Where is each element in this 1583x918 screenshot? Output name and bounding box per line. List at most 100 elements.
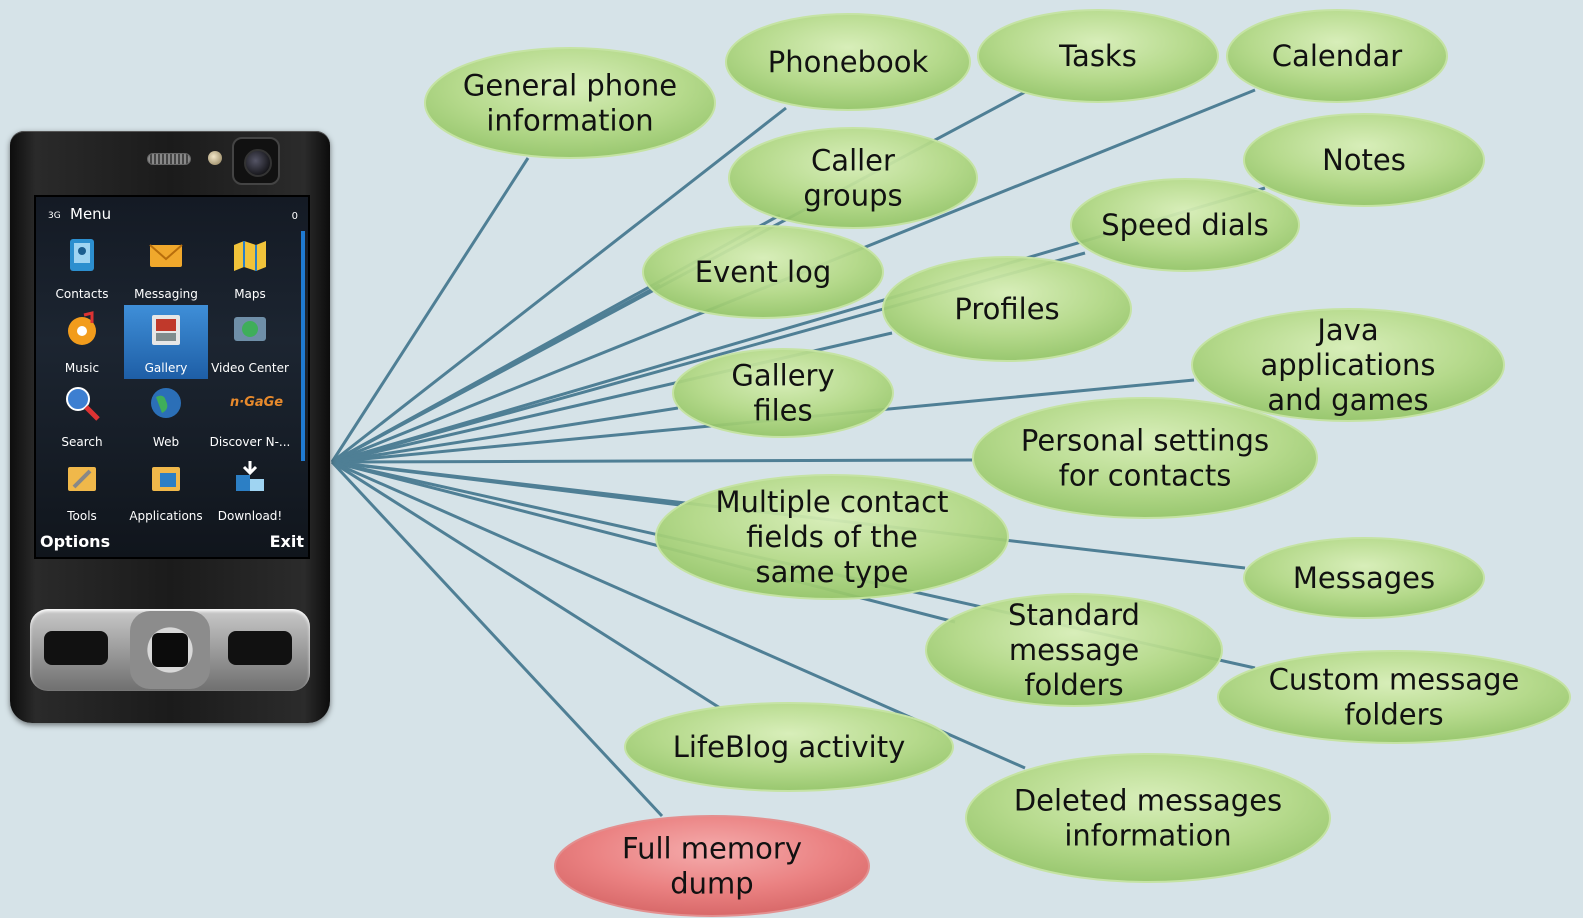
app-tile-maps[interactable]: Maps bbox=[208, 231, 292, 305]
node-label: Personal settings bbox=[1021, 424, 1269, 458]
gallery-icon bbox=[152, 315, 180, 345]
globe-icon bbox=[151, 388, 181, 418]
node-ellipse bbox=[972, 397, 1318, 519]
app-label: Maps bbox=[234, 287, 266, 301]
node-ellipse bbox=[642, 225, 884, 319]
app-label: Web bbox=[152, 435, 180, 449]
node-label: information bbox=[1064, 819, 1231, 853]
music-icon bbox=[68, 311, 96, 345]
node-label: Caller bbox=[811, 144, 895, 178]
app-tile-search[interactable]: Search bbox=[40, 379, 124, 453]
node-label: Multiple contact bbox=[716, 485, 949, 519]
node-label: General phone bbox=[463, 69, 677, 103]
exit-softkey[interactable]: Exit bbox=[269, 532, 304, 551]
node-label: Full memory bbox=[622, 832, 802, 866]
node-ellipse bbox=[925, 593, 1223, 707]
node-lifeblog: LifeBlog activity bbox=[624, 702, 954, 792]
app-tile-messaging[interactable]: Messaging bbox=[124, 231, 208, 305]
app-tile-applications[interactable]: Applications bbox=[124, 453, 208, 527]
node-label: Standard bbox=[1008, 598, 1140, 632]
node-ellipse bbox=[1243, 113, 1485, 207]
app-label: Contacts bbox=[55, 287, 109, 301]
node-label: Profiles bbox=[954, 292, 1059, 326]
node-label: Java bbox=[1315, 313, 1378, 347]
node-label: Calendar bbox=[1272, 39, 1402, 73]
node-ellipse bbox=[424, 47, 716, 159]
node-label: folders bbox=[1024, 668, 1123, 702]
app-label: Gallery bbox=[144, 361, 188, 375]
tools-icon bbox=[68, 467, 96, 491]
light-sensor bbox=[208, 151, 222, 165]
node-label: groups bbox=[803, 179, 902, 213]
node-label: Gallery bbox=[731, 359, 834, 393]
multimedia-key[interactable] bbox=[228, 631, 292, 665]
node-label: LifeBlog activity bbox=[673, 730, 905, 764]
node-ellipse bbox=[624, 702, 954, 792]
node-label: Event log bbox=[695, 255, 832, 289]
node-eventlog: Event log bbox=[642, 225, 884, 319]
screen-scrollbar[interactable] bbox=[301, 231, 305, 461]
node-ellipse bbox=[1191, 308, 1505, 422]
connector-general bbox=[330, 157, 530, 463]
options-softkey[interactable]: Options bbox=[40, 532, 111, 551]
app-tile-web[interactable]: Web bbox=[124, 379, 208, 453]
app-tile-video-center[interactable]: Video Center bbox=[208, 305, 292, 379]
node-label: Speed dials bbox=[1101, 208, 1269, 242]
navigation-keypad bbox=[30, 609, 310, 691]
node-label: applications bbox=[1260, 348, 1435, 382]
ngage-logo-icon: n·GaGe bbox=[230, 395, 284, 410]
node-label: Custom message bbox=[1269, 663, 1520, 697]
app-tile-tools[interactable]: Tools bbox=[40, 453, 124, 527]
app-tile-download[interactable]: Download! bbox=[208, 453, 292, 527]
node-ellipse bbox=[725, 13, 971, 111]
app-label: Discover N-... bbox=[209, 435, 291, 449]
app-label: Download! bbox=[217, 509, 283, 523]
app-label: Music bbox=[64, 361, 100, 375]
node-ellipse bbox=[1070, 178, 1300, 272]
node-ellipse bbox=[728, 127, 978, 229]
node-label: Deleted messages bbox=[1014, 784, 1282, 818]
node-calendar: Calendar bbox=[1226, 9, 1448, 103]
node-ellipse bbox=[1243, 537, 1485, 619]
node-label: Notes bbox=[1322, 143, 1406, 177]
softkey-bar: Options Exit bbox=[36, 531, 308, 553]
download-icon bbox=[236, 461, 264, 491]
connector-galleryfiles bbox=[331, 406, 679, 464]
navigation-dpad[interactable] bbox=[130, 611, 210, 689]
node-tasks: Tasks bbox=[977, 9, 1219, 103]
node-label: message bbox=[1009, 633, 1139, 667]
applications-folder-icon bbox=[152, 467, 180, 491]
node-messages: Messages bbox=[1243, 537, 1485, 619]
node-label: Phonebook bbox=[768, 45, 929, 79]
node-ellipse bbox=[882, 256, 1132, 362]
node-label: Messages bbox=[1293, 561, 1435, 595]
messaging-icon bbox=[149, 244, 183, 267]
node-profiles: Profiles bbox=[882, 256, 1132, 362]
video-center-icon bbox=[234, 317, 266, 341]
node-label: fields of the bbox=[746, 520, 918, 554]
connector-eventlog bbox=[331, 283, 661, 464]
app-tile-contacts[interactable]: Contacts bbox=[40, 231, 124, 305]
menu-key[interactable] bbox=[44, 631, 108, 665]
node-ellipse bbox=[672, 348, 894, 438]
node-speeddials: Speed dials bbox=[1070, 178, 1300, 272]
node-ellipse bbox=[554, 815, 870, 917]
search-icon bbox=[66, 387, 100, 421]
node-label: information bbox=[486, 104, 653, 138]
app-tile-music[interactable]: Music bbox=[40, 305, 124, 379]
app-tile-gallery[interactable]: Gallery bbox=[124, 305, 208, 379]
connector-phonebook bbox=[331, 106, 787, 464]
node-ellipse bbox=[655, 474, 1009, 600]
